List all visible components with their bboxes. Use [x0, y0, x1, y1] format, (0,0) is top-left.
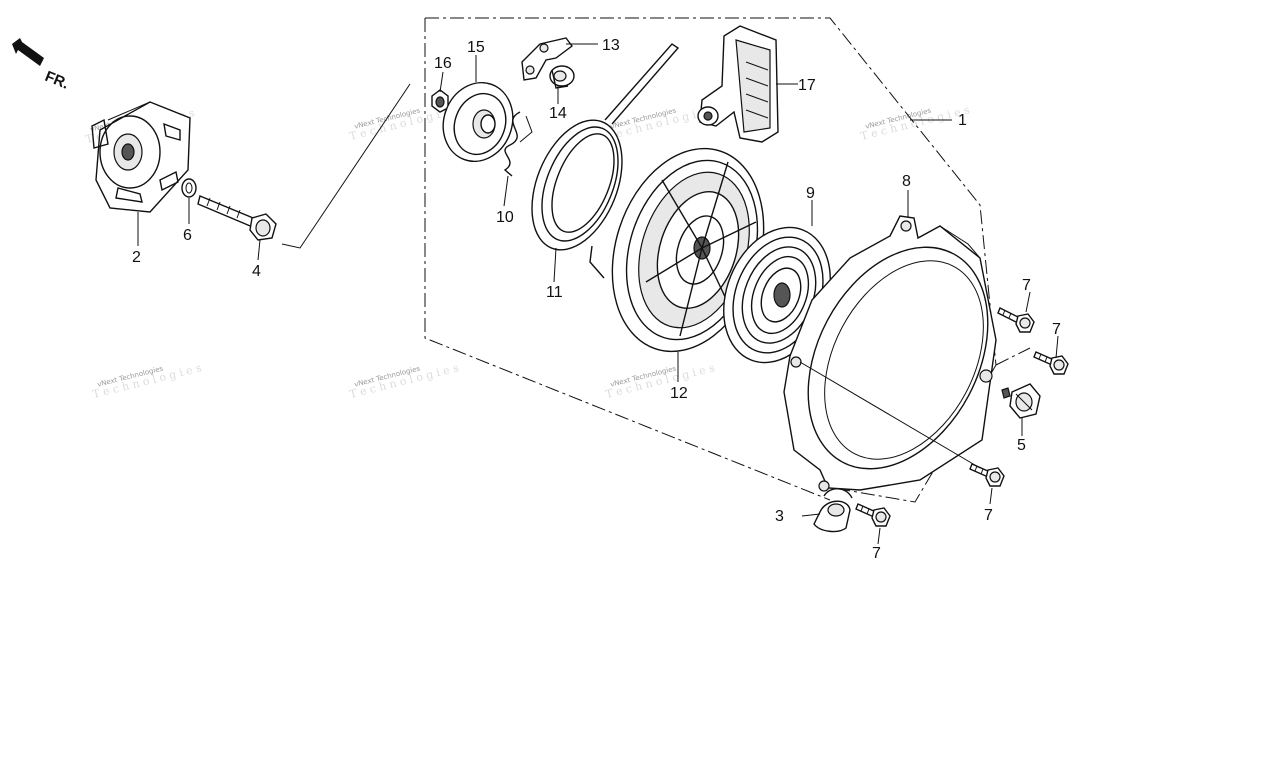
front-arrow-icon	[12, 38, 44, 66]
callout-14: 14	[549, 105, 567, 122]
callout-7c: 7	[984, 507, 993, 524]
callout-17: 17	[798, 77, 816, 94]
callout-2: 2	[132, 249, 141, 266]
assembly-boundary	[281, 17, 1031, 503]
part-starter-case	[783, 215, 997, 492]
callout-7a: 7	[1022, 277, 1031, 294]
callout-5: 5	[1017, 437, 1026, 454]
part-ratchet-collar	[549, 65, 575, 89]
callout-7b: 7	[1052, 321, 1061, 338]
front-label: FR.	[43, 68, 72, 93]
callout-10: 10	[496, 209, 514, 226]
callout-13: 13	[602, 37, 620, 54]
part-guide-bushing	[1001, 383, 1041, 419]
callout-12: 12	[670, 385, 688, 402]
front-direction-indicator: FR.	[12, 38, 71, 93]
part-friction-plate	[442, 81, 514, 163]
callout-4: 4	[252, 263, 261, 280]
part-flange-bolt-a	[997, 307, 1035, 333]
callout-7d: 7	[872, 545, 881, 562]
part-washer	[181, 178, 197, 198]
part-pulley-bolt	[197, 195, 277, 241]
part-rope-guide	[813, 488, 853, 533]
part-flange-bolt-b	[1033, 351, 1069, 375]
leader-lines	[137, 43, 1059, 545]
callout-1: 1	[958, 112, 967, 129]
callout-16: 16	[434, 55, 452, 72]
part-ratchet	[521, 37, 573, 81]
part-starter-rope	[531, 43, 680, 279]
callout-labels: 1 2 3 4 5 6 7 7 7 7 8 9 10 11 12 13 14 1…	[132, 37, 1061, 562]
callout-3: 3	[775, 508, 784, 525]
part-friction-spring	[503, 111, 533, 177]
callout-8: 8	[902, 173, 911, 190]
part-starter-pulley	[91, 101, 191, 213]
callout-11: 11	[546, 284, 563, 301]
callout-9: 9	[806, 185, 815, 202]
part-flange-bolt-d	[855, 503, 891, 527]
part-starter-grip	[697, 25, 779, 143]
callout-15: 15	[467, 39, 485, 56]
callout-6: 6	[183, 227, 192, 244]
part-flange-bolt-c	[969, 463, 1005, 487]
